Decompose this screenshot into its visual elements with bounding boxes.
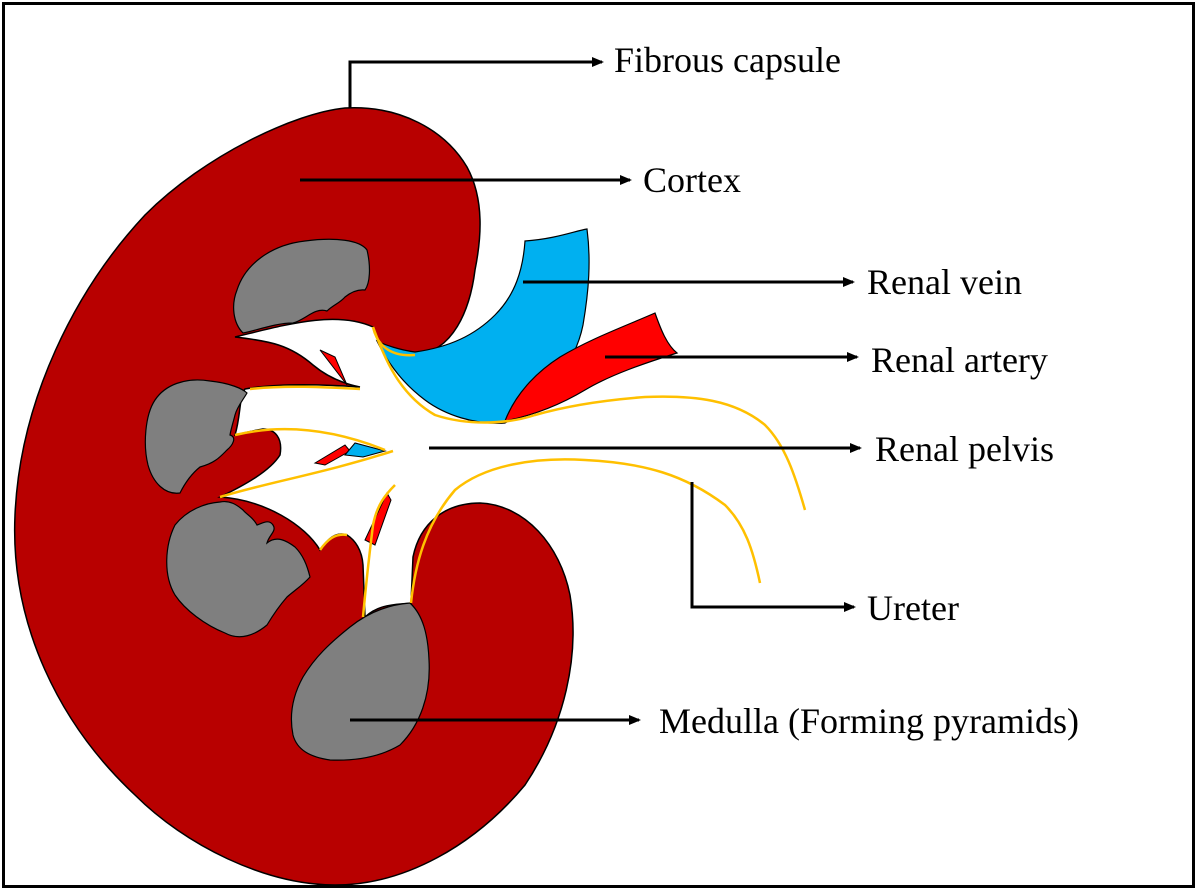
label-ureter: Ureter — [867, 588, 959, 628]
ureter-pointer — [692, 482, 854, 607]
label-cortex: Cortex — [643, 160, 741, 200]
kidney-cortex — [15, 108, 573, 885]
label-fibrous-capsule: Fibrous capsule — [614, 40, 841, 80]
label-renal-vein: Renal vein — [867, 262, 1022, 302]
kidney-diagram-svg: Fibrous capsule Cortex Renal vein Renal … — [5, 5, 1195, 887]
label-renal-artery: Renal artery — [871, 340, 1048, 380]
inner-artery-lower — [365, 493, 391, 545]
fibrous-capsule-pointer — [350, 62, 602, 108]
label-medulla: Medulla (Forming pyramids) — [659, 701, 1079, 741]
label-renal-pelvis: Renal pelvis — [875, 429, 1054, 469]
